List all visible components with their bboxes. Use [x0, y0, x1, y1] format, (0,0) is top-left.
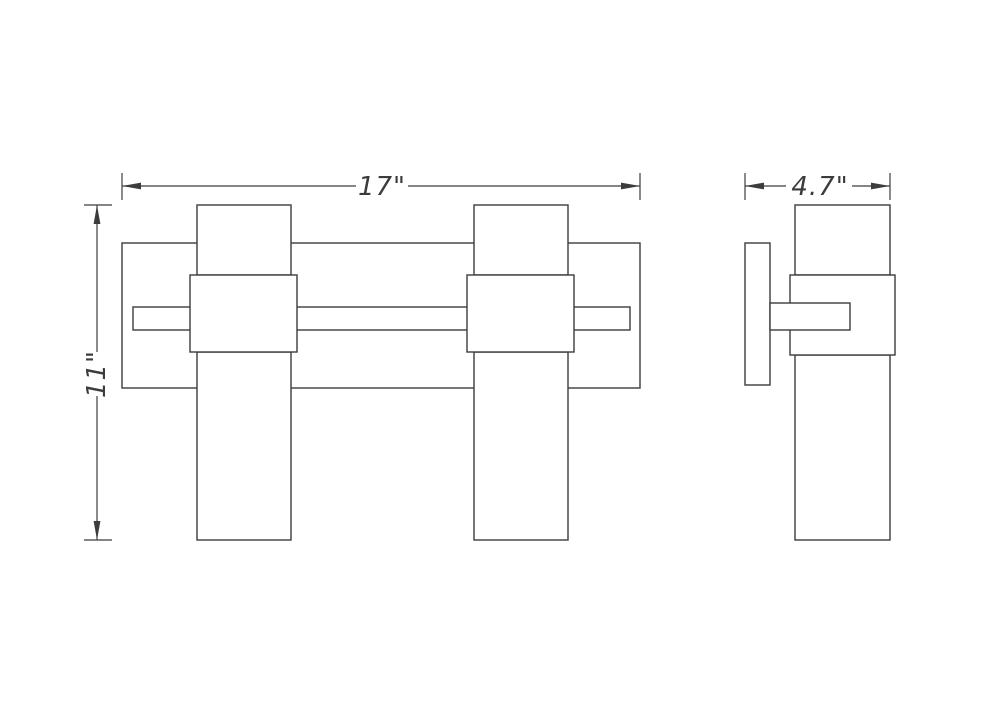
front-right-lamp — [466, 204, 575, 541]
arrowhead-right-icon — [871, 182, 890, 190]
arrowhead-left-icon — [122, 182, 141, 190]
dimension-height: 11" — [82, 204, 112, 541]
arrowhead-down-icon — [93, 521, 101, 540]
side-support-arm — [769, 302, 851, 331]
side-view — [744, 204, 896, 541]
arrowhead-left-icon — [745, 182, 764, 190]
front-width-label: 17" — [358, 172, 406, 202]
front-view — [121, 204, 641, 541]
front-left-glass-top — [196, 204, 292, 276]
front-left-glass-body — [196, 351, 292, 541]
front-right-glass-top — [473, 204, 569, 276]
front-left-lamp — [189, 204, 298, 541]
side-backplate — [744, 242, 771, 386]
side-glass-body — [794, 354, 891, 541]
front-right-glass-body — [473, 351, 569, 541]
arrowhead-up-icon — [93, 205, 101, 224]
front-left-socket-cube — [189, 274, 298, 353]
arrowhead-right-icon — [621, 182, 640, 190]
side-depth-label: 4.7" — [791, 172, 848, 202]
height-label: 11" — [82, 350, 112, 398]
dimension-front-width: 17" — [121, 172, 641, 202]
dimension-side-depth: 4.7" — [744, 172, 891, 202]
front-right-socket-cube — [466, 274, 575, 353]
side-glass-top — [794, 204, 891, 276]
